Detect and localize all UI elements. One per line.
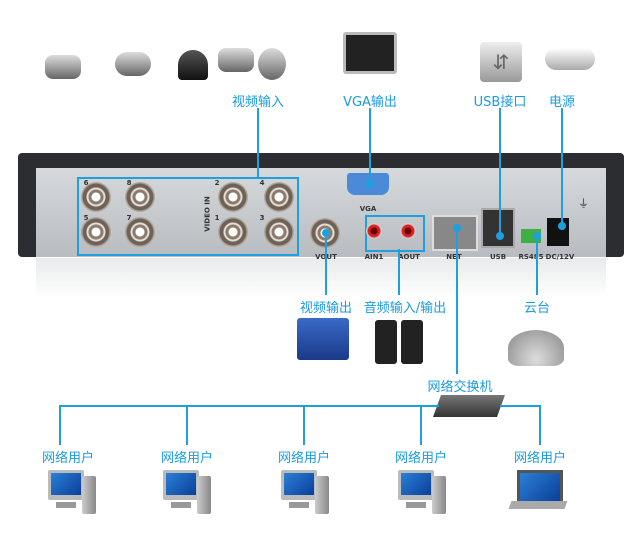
bnc-4[interactable] — [264, 182, 294, 212]
channel-label: 7 — [126, 214, 132, 222]
speaker-icon — [375, 320, 397, 364]
channel-label: 3 — [259, 214, 265, 222]
vga-monitor-icon — [343, 32, 397, 74]
desktop-pc-icon — [281, 470, 331, 518]
label-ptz: 云台 — [523, 301, 551, 316]
channel-label: 8 — [126, 179, 132, 187]
aout-port[interactable] — [400, 223, 416, 239]
speaker-icon — [401, 320, 423, 364]
dome-camera-icon — [178, 50, 208, 80]
bnc-2[interactable] — [218, 182, 248, 212]
label-usb: USB接口 — [473, 95, 527, 110]
channel-label: 2 — [214, 179, 220, 187]
user-label: 网络用户 — [394, 451, 448, 466]
ptz-controller-icon — [508, 330, 564, 366]
vga-label: VGA — [359, 205, 377, 213]
video-in-group — [77, 177, 299, 256]
channel-label: 1 — [214, 214, 220, 222]
label-switch: 网络交换机 — [427, 380, 493, 395]
user-label: 网络用户 — [41, 451, 95, 466]
desktop-pc-icon — [48, 470, 98, 518]
laptop-icon — [517, 470, 563, 504]
label-power: 电源 — [548, 95, 576, 110]
net-label: NET — [446, 253, 462, 261]
bullet-camera-icon — [218, 48, 254, 72]
bnc-3[interactable] — [264, 217, 294, 247]
bnc-8[interactable] — [125, 182, 155, 212]
label-video-in: 视频输入 — [231, 95, 285, 110]
channel-label: 5 — [83, 214, 89, 222]
net-port[interactable] — [432, 215, 478, 251]
network-bus — [59, 405, 439, 407]
rs485-label: RS485 — [518, 253, 544, 261]
desktop-pc-icon — [163, 470, 213, 518]
power-plug-icon — [545, 48, 595, 70]
desktop-pc-icon — [398, 470, 448, 518]
box-camera-icon — [45, 55, 81, 79]
label-audio-io: 音频输入/输出 — [363, 301, 447, 316]
label-video-out: 视频输出 — [299, 301, 353, 316]
ain-label: AIN1 — [364, 253, 384, 261]
user-label: 网络用户 — [513, 451, 567, 466]
usb-drive-icon: ⇵ — [480, 42, 522, 82]
ground-icon: ⏚ — [578, 197, 589, 210]
dc-label: DC/12V — [545, 253, 575, 261]
user-label: 网络用户 — [277, 451, 331, 466]
dc-power-port[interactable] — [547, 218, 569, 246]
bnc-1[interactable] — [218, 217, 248, 247]
ir-camera-icon — [115, 52, 151, 76]
bnc-6[interactable] — [81, 182, 111, 212]
ptz-camera-icon — [258, 48, 286, 80]
usb-label: USB — [489, 253, 507, 261]
bnc-5[interactable] — [81, 217, 111, 247]
laptop-base — [508, 501, 568, 509]
bnc-7[interactable] — [125, 217, 155, 247]
ain-port[interactable] — [366, 223, 382, 239]
crt-monitor-icon — [297, 318, 349, 360]
video-in-label: VIDEO IN — [203, 196, 212, 232]
channel-label: 6 — [83, 179, 89, 187]
user-label: 网络用户 — [160, 451, 214, 466]
aout-label: AOUT — [398, 253, 420, 261]
channel-label: 4 — [259, 179, 265, 187]
network-switch-icon — [432, 395, 506, 417]
dvr-reflection — [36, 258, 606, 298]
label-vga-out: VGA输出 — [343, 95, 397, 110]
usb-port[interactable] — [481, 208, 515, 248]
